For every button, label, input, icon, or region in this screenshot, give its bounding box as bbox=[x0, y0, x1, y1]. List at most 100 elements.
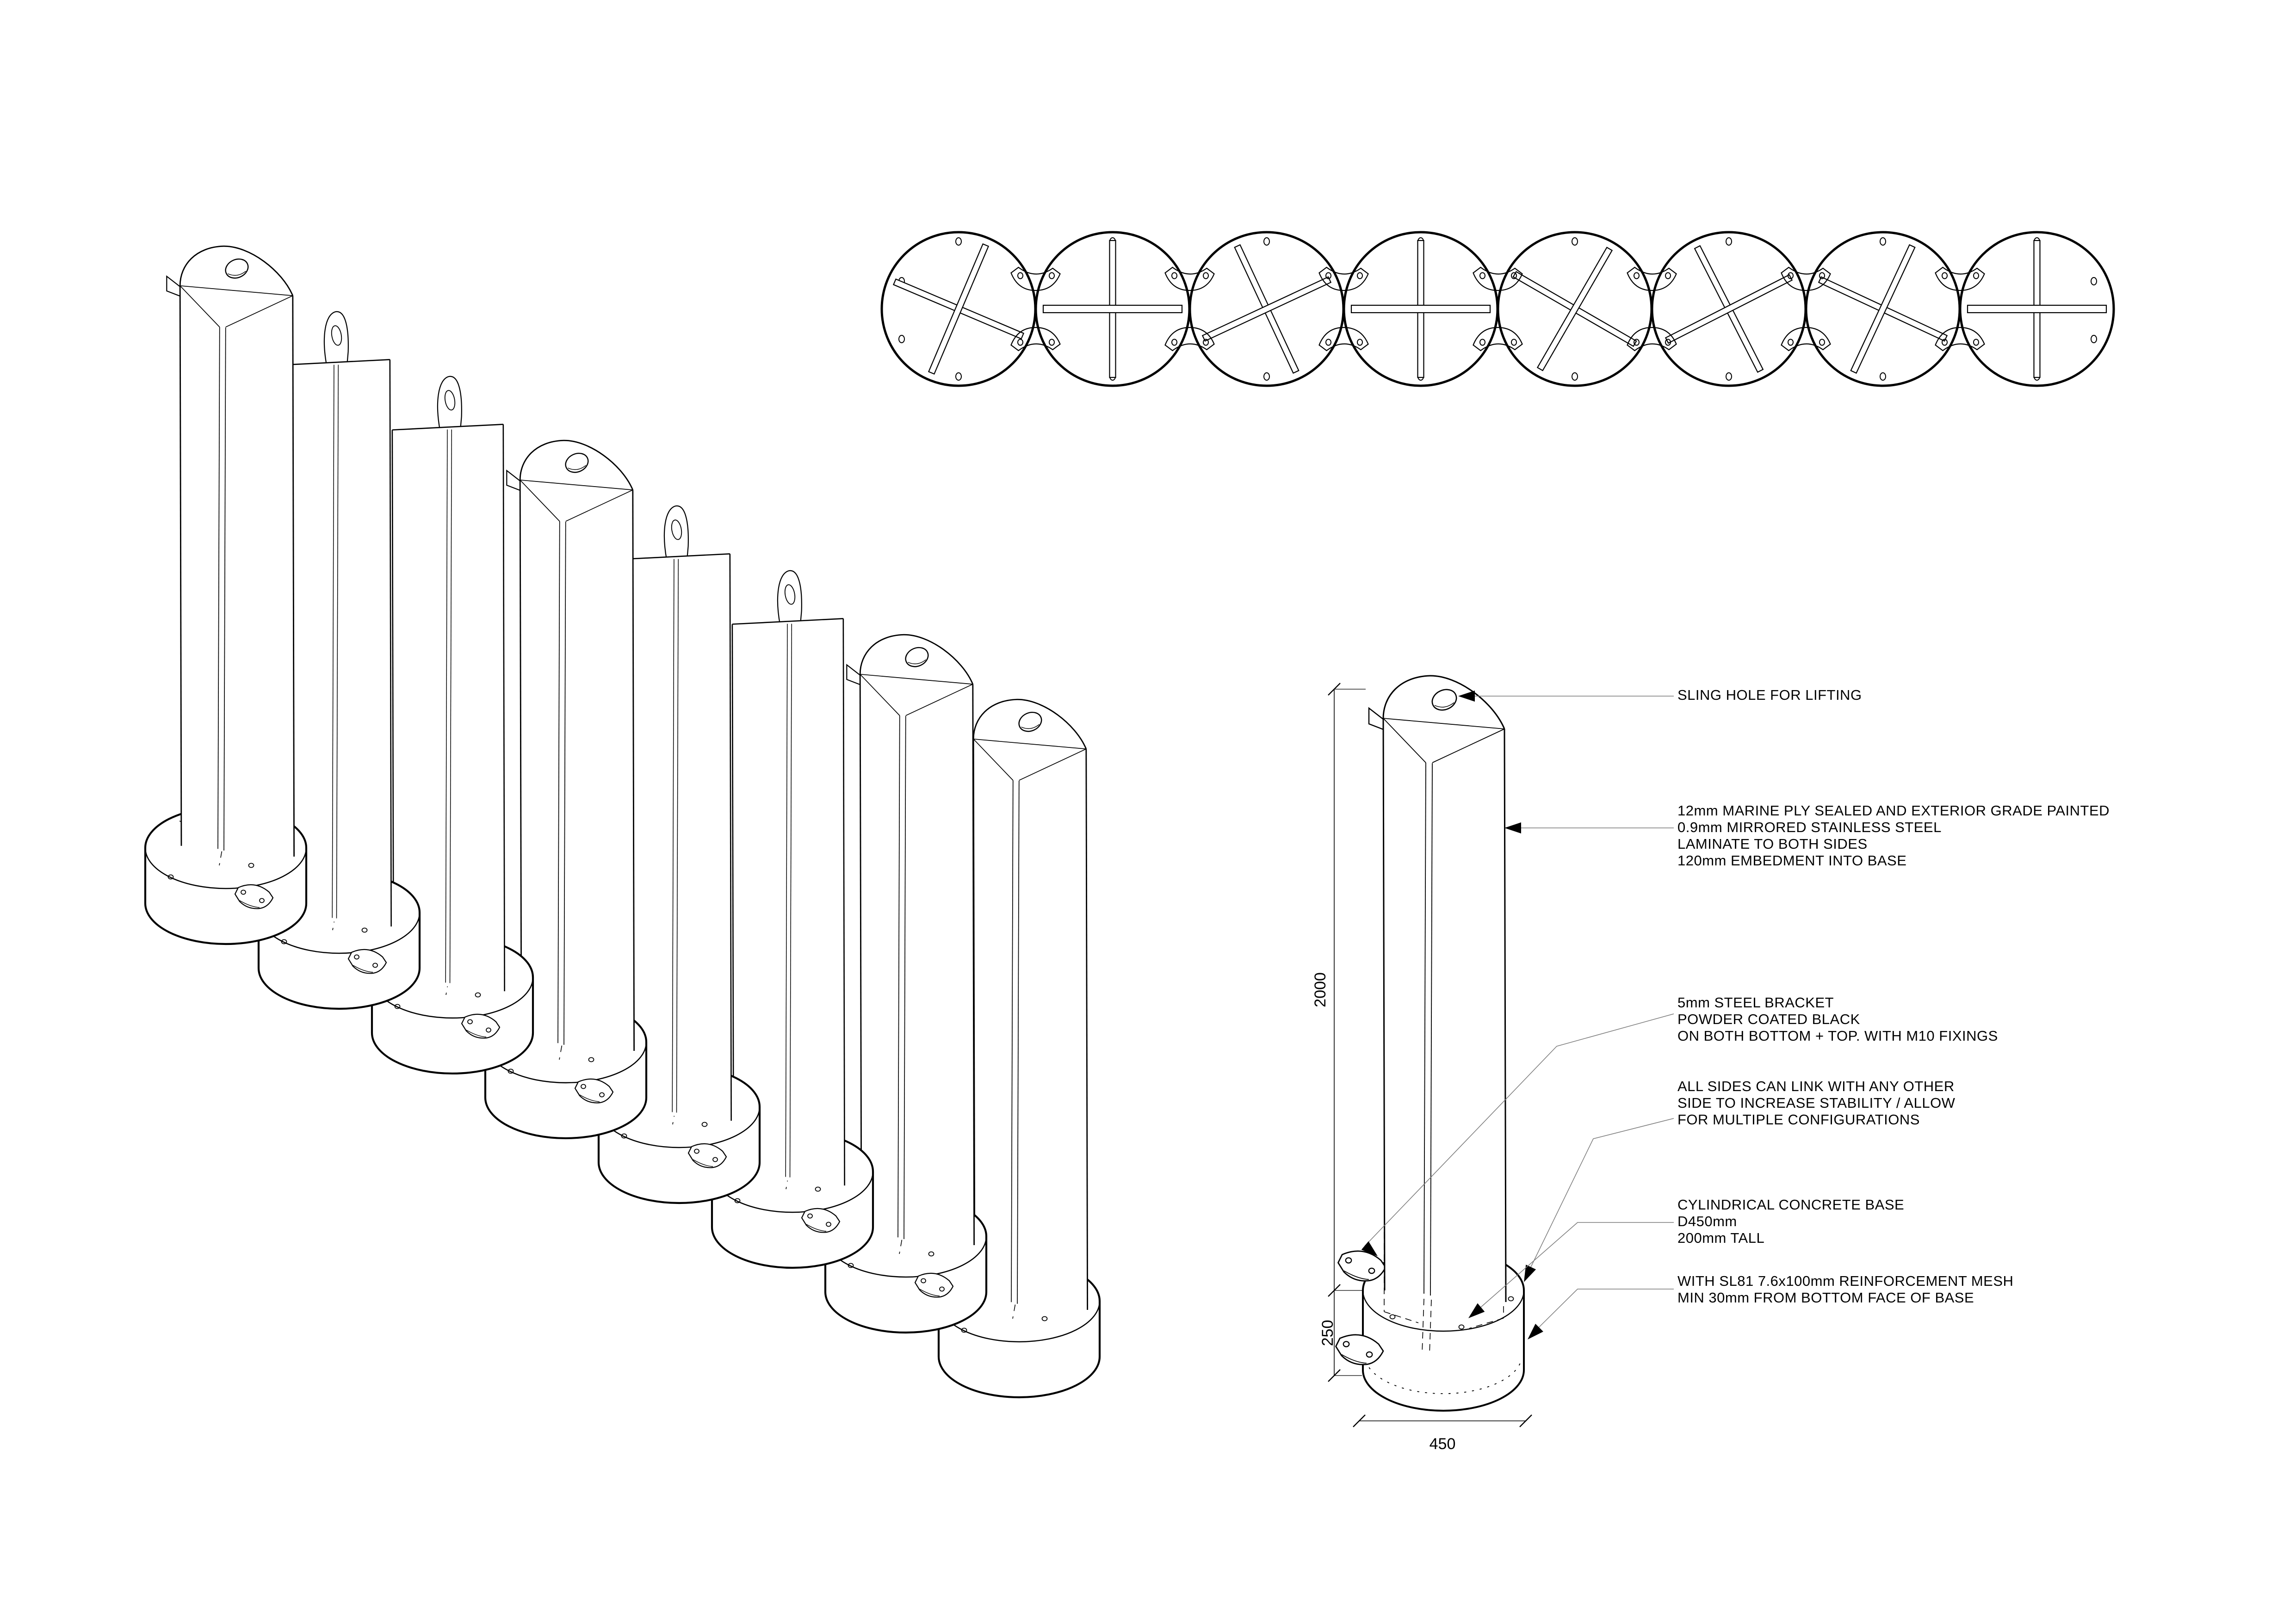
leader-arrowhead bbox=[1458, 691, 1475, 702]
drawing-line bbox=[353, 965, 373, 973]
fixing-hole bbox=[372, 963, 378, 968]
fixing-hole bbox=[1634, 339, 1640, 346]
drawing-line bbox=[1036, 290, 1039, 328]
fixing-hole bbox=[815, 1186, 821, 1192]
fixing-hole bbox=[394, 1004, 401, 1009]
drawing-line bbox=[676, 559, 679, 1113]
steel-link-bracket bbox=[1335, 1334, 1384, 1365]
plan-view bbox=[880, 231, 2115, 387]
fixing-hole bbox=[1508, 1296, 1514, 1302]
annotation-line: 12mm MARINE PLY SEALED AND EXTERIOR GRAD… bbox=[1677, 802, 2110, 819]
link-plate bbox=[1473, 327, 1523, 352]
plan-base-circle bbox=[1188, 231, 1345, 387]
fixing-hole bbox=[1325, 339, 1331, 346]
leader-line bbox=[1534, 1289, 1674, 1333]
drawing-line bbox=[565, 489, 633, 522]
panel-right-edge bbox=[1504, 728, 1507, 1302]
bollard-unit bbox=[711, 570, 874, 1269]
blade-tip bbox=[846, 664, 861, 685]
drawing-line bbox=[1430, 763, 1433, 1296]
drawing-line bbox=[563, 522, 566, 1045]
leader-line bbox=[1364, 1013, 1674, 1247]
fixing-hole bbox=[281, 939, 287, 944]
fixing-hole bbox=[621, 1133, 627, 1139]
fixing-hole bbox=[1049, 339, 1055, 346]
fixing-hole bbox=[248, 863, 254, 868]
arch-top bbox=[1382, 675, 1505, 729]
drawing-line bbox=[1627, 266, 1677, 291]
drawing-line bbox=[557, 521, 560, 1043]
fixing-hole bbox=[599, 1092, 605, 1098]
drawing-line bbox=[1627, 327, 1677, 352]
steel-link-bracket bbox=[687, 1143, 727, 1168]
annotation-line: ALL SIDES CAN LINK WITH ANY OTHER bbox=[1677, 1078, 1955, 1094]
drawing-line bbox=[520, 480, 560, 522]
bollard-unit bbox=[597, 505, 761, 1204]
drawing-line bbox=[1957, 290, 1960, 328]
sling-hole bbox=[784, 584, 796, 605]
drawing-line bbox=[672, 559, 675, 1112]
fixing-hole bbox=[1357, 339, 1363, 346]
drawing-line bbox=[466, 1030, 487, 1037]
drawing-line bbox=[1806, 290, 1809, 328]
link-bracket-plan bbox=[1627, 266, 1677, 352]
fixing-hole bbox=[1458, 1324, 1465, 1330]
panel-fill bbox=[520, 440, 634, 1051]
drawing-line bbox=[1432, 728, 1505, 763]
panel-right-edge bbox=[842, 618, 845, 1186]
drawing-line bbox=[568, 465, 586, 470]
fixing-hole bbox=[1942, 339, 1948, 346]
link-plate bbox=[1935, 266, 1985, 291]
leader-arrowhead bbox=[1468, 1303, 1485, 1318]
drawing-line bbox=[693, 1159, 713, 1167]
fixing-hole bbox=[2091, 335, 2097, 343]
arch-top bbox=[519, 439, 634, 490]
fixing-hole bbox=[939, 1286, 945, 1292]
panel-top-edge bbox=[392, 424, 503, 431]
drawing-line bbox=[449, 429, 452, 983]
fixing-hole bbox=[734, 1198, 741, 1203]
panel-fill bbox=[1383, 675, 1506, 1302]
link-bracket-plan bbox=[1318, 266, 1369, 352]
fixing-hole bbox=[807, 1213, 813, 1219]
panel-blade bbox=[928, 243, 990, 375]
drawing-line bbox=[1010, 266, 1061, 291]
steel-link-bracket bbox=[1337, 1250, 1386, 1282]
fixing-hole bbox=[1325, 272, 1331, 279]
panel-fill bbox=[619, 554, 731, 1121]
fixing-hole bbox=[1880, 237, 1886, 246]
leader-arrowhead bbox=[1504, 822, 1521, 833]
plan-base-circle bbox=[1034, 231, 1191, 387]
panel-with-sling-arch bbox=[166, 245, 295, 857]
link-plate bbox=[1627, 266, 1677, 291]
arch-top bbox=[972, 698, 1087, 749]
drawing-line bbox=[228, 271, 246, 276]
dimension-label-base-height: 250 bbox=[1319, 1320, 1337, 1346]
link-plate bbox=[1010, 266, 1061, 291]
drawing-line bbox=[1960, 290, 1963, 328]
cross-panel-plan bbox=[1818, 244, 1948, 374]
leader-arrowhead bbox=[1524, 1265, 1536, 1282]
panel-top-edge bbox=[732, 618, 843, 625]
panel-blade bbox=[1201, 276, 1332, 342]
drawing-line bbox=[579, 1094, 600, 1102]
fixing-hole bbox=[259, 898, 265, 903]
fixing-hole bbox=[1345, 1257, 1352, 1264]
drawing-line bbox=[180, 285, 293, 296]
fixing-hole bbox=[1665, 272, 1671, 279]
fixing-hole bbox=[1819, 339, 1825, 346]
blade-tip bbox=[506, 469, 521, 491]
drawing-line bbox=[1473, 327, 1523, 352]
annotation-line: CYLINDRICAL CONCRETE BASE bbox=[1677, 1197, 1904, 1213]
fixing-hole bbox=[1973, 339, 1979, 346]
drawing-line bbox=[217, 327, 220, 849]
fixing-hole bbox=[1368, 1267, 1375, 1274]
drawing-line bbox=[860, 674, 900, 716]
fixing-hole bbox=[1389, 1314, 1396, 1320]
panel-with-sling-fin bbox=[391, 376, 505, 992]
drawing-line bbox=[1341, 1354, 1367, 1364]
fixing-hole bbox=[167, 874, 174, 880]
